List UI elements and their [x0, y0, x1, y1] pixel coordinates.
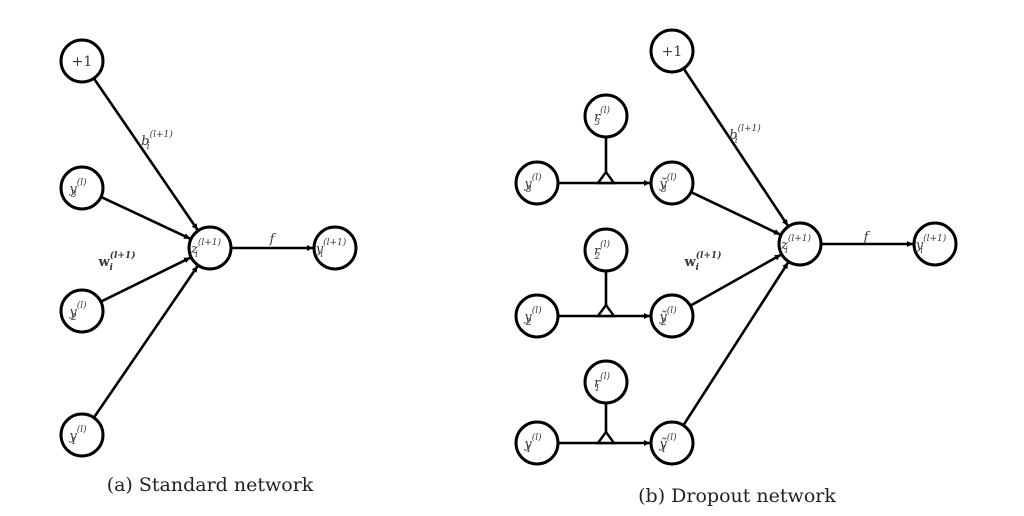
node-label: y(l)1: [523, 432, 542, 455]
node-label: y(l+1)i: [315, 237, 347, 260]
edge-label-a-weight-label: w(l+1)i: [98, 250, 136, 273]
node-a-bias: +1: [59, 38, 105, 84]
node-label: y(l)1: [68, 424, 87, 447]
node-label: ỹ(l)3: [658, 172, 677, 195]
node-label: +1: [662, 44, 683, 60]
node-b-y2: y(l)2: [514, 293, 560, 339]
caption-standard-network: (a) Standard network: [107, 474, 314, 496]
node-circle: [649, 420, 695, 466]
nodes-layer: +1 y(l)3 y(l)2 y(l)1 z(l+1)i y(l+1)i +1 r(l)3 r(…: [59, 28, 958, 466]
node-label: y(l+1)i: [915, 233, 947, 256]
edge-label-a-bias-label: b(l+1)i: [141, 129, 173, 152]
node-a-y1: y(l)1: [59, 412, 105, 458]
node-label: ỹ(l)1: [658, 432, 677, 455]
node-label: y(l)3: [523, 172, 542, 195]
edge-a-y3-to-a-z: [100, 195, 191, 240]
edge-b-yt1-to-b-z: [682, 261, 790, 427]
edge-b-yt2-to-b-z: [689, 253, 782, 307]
node-circle: [583, 227, 629, 273]
node-label: y(l)2: [523, 305, 542, 328]
node-a-y3: y(l)3: [59, 165, 105, 211]
dropout-gate-icon: [595, 302, 617, 318]
node-circle: [583, 93, 629, 139]
caption-dropout-network: (b) Dropout network: [638, 485, 836, 507]
dropout-gate-icon: [595, 169, 617, 185]
node-label: r(l)2: [593, 239, 610, 262]
node-label: z(l+1)i: [780, 233, 812, 256]
node-circle: [514, 160, 560, 206]
node-b-yt2: ỹ(l)2: [649, 293, 695, 339]
edge-label-a-activation-label: f: [269, 232, 277, 247]
node-circle: [59, 165, 105, 211]
node-label: z(l+1)i: [190, 237, 222, 260]
node-b-r2: r(l)2: [583, 227, 629, 273]
node-label: r(l)3: [594, 105, 611, 128]
node-b-bias: +1: [649, 28, 695, 74]
node-a-out: y(l+1)i: [312, 225, 358, 271]
node-circle: [583, 359, 629, 405]
node-b-y1: y(l)1: [514, 420, 560, 466]
node-circle: [649, 28, 695, 74]
node-label: y(l)3: [68, 177, 87, 200]
node-b-yt3: ỹ(l)3: [649, 160, 695, 206]
node-b-z: z(l+1)i: [777, 221, 823, 267]
node-circle: [59, 288, 105, 334]
edge-a-y1-to-a-z: [92, 265, 199, 419]
node-a-z: z(l+1)i: [187, 225, 233, 271]
node-b-y3: y(l)3: [514, 160, 560, 206]
edge-labels-layer: b(l+1)i w(l+1)i f b(l+1)i w(l+1)i f: [98, 123, 871, 273]
node-circle: [514, 293, 560, 339]
edge-a-y2-to-a-z: [100, 256, 191, 303]
node-b-r1: r(l)1: [583, 359, 629, 405]
node-b-yt1: ỹ(l)1: [649, 420, 695, 466]
node-label: r(l)1: [594, 371, 611, 394]
edge-a-bias-to-a-z: [92, 77, 199, 231]
node-a-y2: y(l)2: [59, 288, 105, 334]
node-b-out: y(l+1)i: [912, 221, 958, 267]
node-circle: [514, 420, 560, 466]
node-b-r3: r(l)3: [583, 93, 629, 139]
node-circle: [649, 160, 695, 206]
node-circle: [312, 225, 358, 271]
edge-label-b-weight-label: w(l+1)i: [684, 250, 722, 273]
node-circle: [187, 225, 233, 271]
edge-label-b-activation-label: f: [863, 230, 871, 245]
node-circle: [59, 38, 105, 84]
dropout-gate-icon: [595, 429, 617, 445]
node-circle: [649, 293, 695, 339]
node-circle: [777, 221, 823, 267]
node-circle: [912, 221, 958, 267]
edge-label-b-bias-label: b(l+1)i: [729, 123, 761, 146]
edge-b-bias-to-b-z: [682, 67, 789, 227]
node-label: +1: [72, 54, 93, 70]
edge-b-yt3-to-b-z: [690, 190, 781, 236]
node-label: ỹ(l)2: [658, 305, 677, 328]
node-circle: [59, 412, 105, 458]
node-label: y(l)2: [68, 300, 87, 323]
gates-layer: [595, 137, 617, 445]
